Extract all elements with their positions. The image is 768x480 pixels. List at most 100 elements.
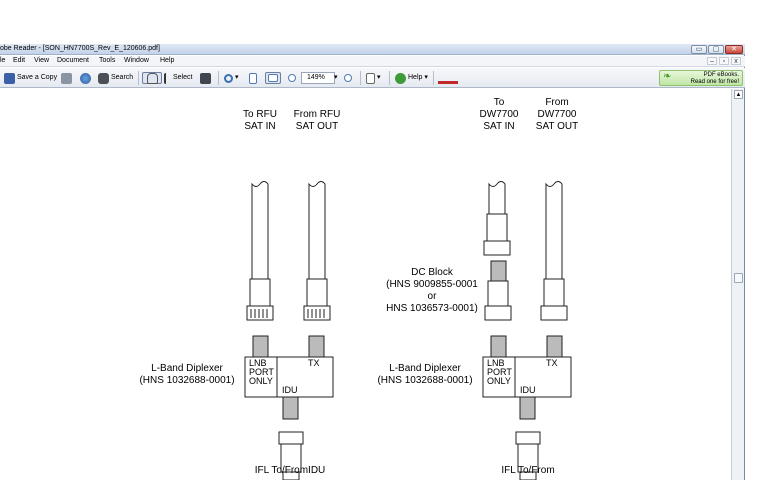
close-button[interactable]: ✕ (725, 45, 743, 54)
label-line: From (545, 97, 569, 108)
zoom-tool-dropdown[interactable]: ▾ (235, 74, 239, 81)
label-line: DW7700 (479, 109, 519, 120)
pages-dropdown[interactable]: ▾ (377, 74, 381, 81)
menu-bar: le Edit View Document Tools Window Help … (0, 56, 745, 67)
zoom-out-icon (288, 74, 296, 82)
label-from-dw7700: From DW7700 SAT OUT (528, 97, 586, 133)
right-diplexer (482, 335, 572, 420)
toolbar-separator (360, 71, 361, 85)
toolbar: Save a Copy Search Select ▾ (0, 68, 745, 88)
fit-width-icon (268, 74, 278, 82)
title-bar[interactable]: obe Reader - [SON_HN7700S_Rev_E_120606.p… (0, 44, 745, 55)
label-line: SAT IN (483, 121, 515, 132)
label-line: ONLY (487, 376, 511, 386)
label-line: To RFU (243, 109, 277, 120)
zoom-dropdown-button[interactable]: ▾ (334, 72, 338, 84)
label-line: (HNS 1032688-0001) (139, 375, 235, 386)
label-line: PORT (487, 367, 512, 377)
fit-page-icon (249, 72, 257, 84)
zoom-tool-button[interactable]: ▾ (224, 72, 239, 84)
label-right-diplexer: L-Band Diplexer (HNS 1032688-0001) (372, 363, 478, 387)
toolbar-separator (138, 71, 139, 85)
toolbar-separator (389, 71, 390, 85)
label-line: ONLY (249, 376, 273, 386)
help-dropdown[interactable]: ▾ (424, 74, 428, 81)
dc-block (484, 260, 512, 321)
label-line: To (493, 97, 505, 108)
left-port-lnb: LNB PORT ONLY (249, 359, 274, 386)
label-ifl-left: IFL To/FromIDU (254, 465, 326, 476)
search-button[interactable]: Search (98, 72, 133, 84)
print-button[interactable] (61, 72, 72, 84)
minimize-button[interactable]: ▭ (691, 45, 707, 54)
promo-line-1: PDF eBooks. (703, 72, 739, 78)
label-line: DW7700 (537, 109, 577, 120)
cable-from-dw7700 (540, 181, 568, 321)
label-left-diplexer: L-Band Diplexer (HNS 1032688-0001) (134, 363, 240, 387)
floppy-disk-icon (4, 72, 15, 84)
label-line: (HNS 9009855-0001 (386, 279, 478, 290)
save-copy-button[interactable]: Save a Copy (4, 72, 57, 84)
menu-edit[interactable]: Edit (13, 57, 26, 64)
label-ifl-right: IFL To/From (501, 465, 555, 476)
menu-help[interactable]: Help (160, 57, 175, 64)
vertical-scrollbar[interactable]: ▲ (731, 89, 744, 480)
menu-document[interactable]: Document (57, 57, 89, 64)
menu-window[interactable]: Window (124, 57, 149, 64)
camera-icon (200, 72, 211, 84)
menu-file[interactable]: le (0, 57, 6, 64)
hand-tool-button[interactable] (142, 72, 162, 84)
search-label: Search (111, 74, 134, 81)
left-port-tx: TX (308, 358, 320, 368)
cable-ifl-right (515, 431, 541, 480)
help-label: Help (408, 74, 423, 81)
label-line: or (427, 291, 437, 302)
label-line: (HNS 1032688-0001) (377, 375, 473, 386)
adobe-reader-window: obe Reader - [SON_HN7700S_Rev_E_120606.p… (0, 44, 745, 480)
menu-view[interactable]: View (34, 57, 50, 64)
doc-restore-button[interactable]: ▫ (719, 57, 729, 65)
scroll-up-button[interactable]: ▲ (734, 90, 743, 99)
pdf-ebooks-promo-button[interactable]: ❧ PDF eBooks. Read one for free! (659, 70, 743, 86)
help-icon (395, 72, 406, 84)
text-select-icon (164, 72, 171, 84)
label-line: SAT OUT (535, 121, 579, 132)
select-tool-button[interactable]: Select (164, 72, 192, 84)
label-from-rfu: From RFU SAT OUT (290, 109, 344, 133)
promo-line-2: Read one for free! (690, 78, 739, 85)
label-line: HNS 1036573-0001) (386, 303, 478, 314)
leaf-icon: ❧ (663, 71, 672, 82)
toolbar-separator (433, 71, 434, 85)
label-line: L-Band Diplexer (389, 363, 461, 374)
window-controls: ▭ ▢ ✕ (691, 45, 743, 54)
cable-to-dw7700 (483, 181, 511, 256)
label-line: DC Block (411, 267, 453, 278)
email-button[interactable] (80, 72, 91, 84)
window-title: obe Reader - [SON_HN7700S_Rev_E_120606.p… (0, 45, 160, 52)
document-view[interactable]: To RFU SAT IN From RFU SAT OUT L-Band Di… (0, 89, 731, 480)
maximize-button[interactable]: ▢ (708, 45, 724, 54)
cable-to-rfu (246, 181, 274, 321)
label-to-rfu: To RFU SAT IN (240, 109, 280, 133)
printer-icon (61, 72, 72, 84)
magnifier-icon (224, 73, 233, 83)
doc-minimize-button[interactable]: – (707, 57, 717, 65)
document-window-controls: – ▫ x (707, 57, 741, 65)
scroll-thumb[interactable] (734, 273, 743, 283)
zoom-out-button[interactable] (288, 72, 296, 84)
fit-page-button[interactable] (249, 72, 257, 84)
yahoo-button[interactable] (438, 72, 458, 84)
save-copy-label: Save a Copy (17, 74, 58, 81)
zoom-in-button[interactable] (344, 72, 352, 84)
menu-tools[interactable]: Tools (99, 57, 116, 64)
left-port-idu: IDU (282, 385, 298, 395)
help-button[interactable]: Help ▾ (395, 72, 428, 84)
snapshot-button[interactable] (200, 72, 211, 84)
label-line: LNB (487, 358, 505, 368)
doc-close-button[interactable]: x (731, 57, 741, 65)
label-line: SAT IN (244, 121, 276, 132)
zoom-level-input[interactable]: 149% (301, 72, 335, 84)
fit-width-button[interactable] (265, 72, 281, 84)
label-line: L-Band Diplexer (151, 363, 223, 374)
pages-button[interactable]: ▾ (366, 72, 381, 84)
